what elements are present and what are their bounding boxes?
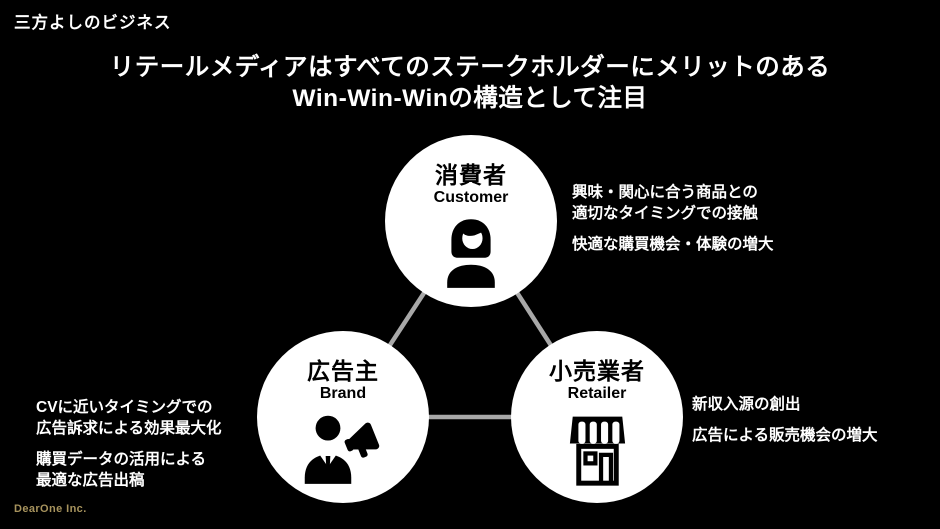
- retailer-benefit-2: 広告による販売機会の増大: [692, 427, 878, 444]
- retailer-benefits: 新収入源の創出 広告による販売機会の増大: [692, 394, 932, 456]
- retailer-node: 小売業者 Retailer: [511, 331, 683, 503]
- customer-node: 消費者 Customer: [385, 135, 557, 307]
- businessman-megaphone-icon: [297, 411, 390, 485]
- brand-benefit-2: 購買データの活用による 最適な広告出稿: [36, 451, 207, 489]
- brand-node-en-label: Brand: [319, 385, 367, 403]
- retailer-node-en-label: Retailer: [567, 385, 627, 403]
- retailer-node-jp-label: 小売業者: [549, 358, 645, 384]
- company-credit: DearOne Inc.: [14, 503, 87, 515]
- brand-node-jp-label: 広告主: [307, 358, 379, 384]
- slide-title-line1: リテールメディアはすべてのステークホルダーにメリットのある: [109, 54, 831, 81]
- brand-node: 広告主 Brand: [257, 331, 429, 503]
- customer-benefit-1: 興味・関心に合う商品との 適切なタイミングでの接触: [572, 184, 759, 222]
- customer-benefit-2: 快適な購買機会・体験の増大: [572, 236, 774, 253]
- retailer-benefit-1: 新収入源の創出: [692, 396, 801, 413]
- brand-benefit-1: CVに近いタイミングでの 広告訴求による効果最大化: [36, 399, 222, 437]
- customer-node-jp-label: 消費者: [435, 162, 507, 188]
- slide-title-line2: Win-Win-Winの構造として注目: [292, 85, 648, 112]
- slide-title: リテールメディアはすべてのステークホルダーにメリットのある Win-Win-Wi…: [0, 52, 940, 114]
- storefront-icon: [562, 411, 633, 486]
- woman-customer-icon: [436, 215, 506, 289]
- customer-benefits: 興味・関心に合う商品との 適切なタイミングでの接触 快適な購買機会・体験の増大: [572, 182, 882, 265]
- slide-label: 三方よしのビジネス: [14, 14, 172, 32]
- customer-node-en-label: Customer: [433, 189, 509, 207]
- brand-benefits: CVに近いタイミングでの 広告訴求による効果最大化 購買データの活用による 最適…: [36, 397, 286, 501]
